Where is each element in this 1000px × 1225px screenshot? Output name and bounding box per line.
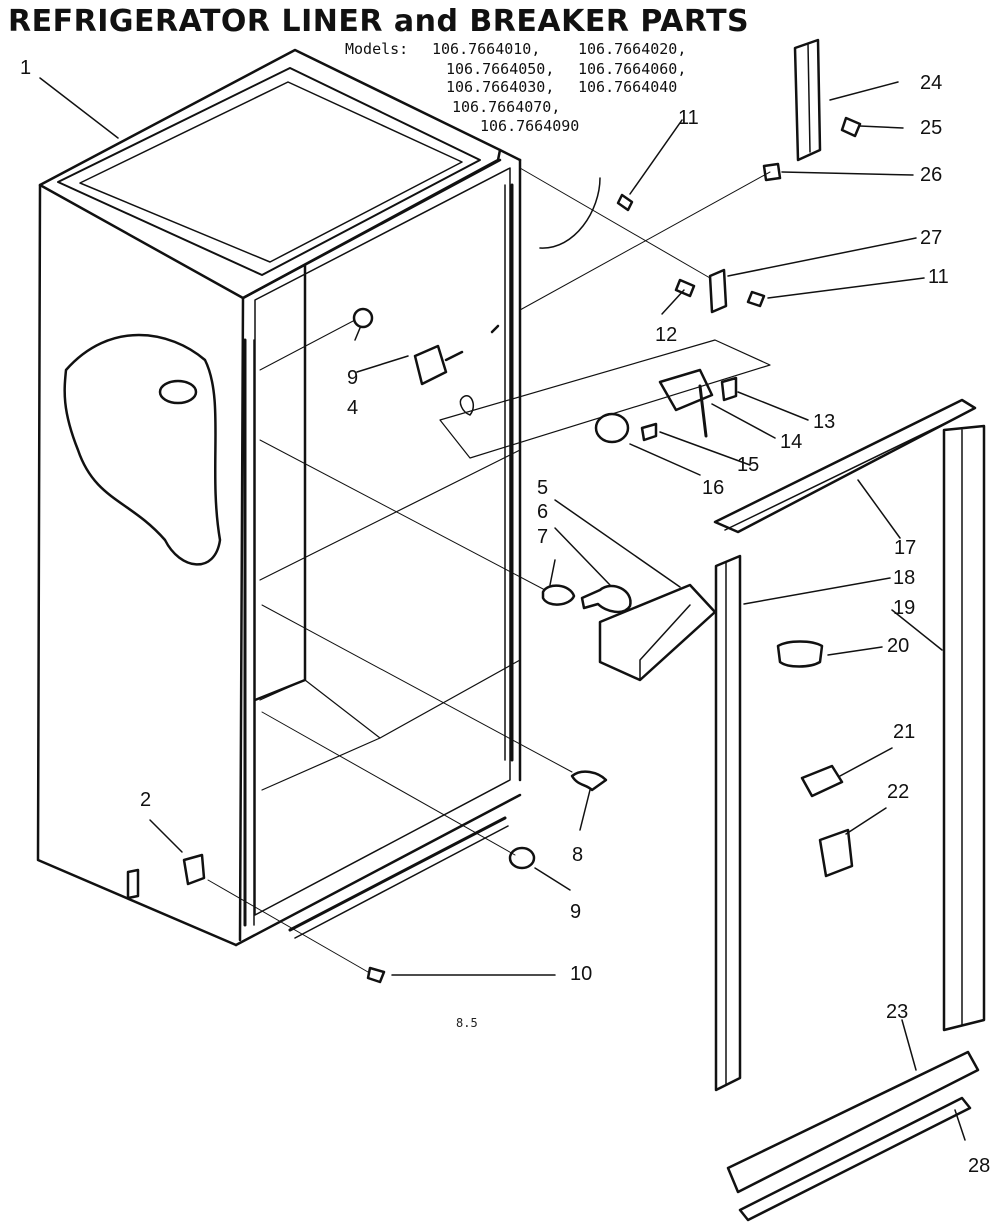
part-4-switch xyxy=(413,344,448,386)
part-15-screw xyxy=(640,422,658,442)
part-21-latch xyxy=(800,764,844,798)
part-16-knob xyxy=(594,412,630,444)
part-25-screw xyxy=(840,116,862,138)
part-11-screw-right xyxy=(746,290,766,308)
callout-27: 27 xyxy=(920,227,943,249)
model-number: 106.7664060, xyxy=(578,60,687,78)
part-10-screw xyxy=(366,966,386,984)
callout-5: 5 xyxy=(537,477,549,499)
part-28-gasket-strip xyxy=(738,1096,972,1222)
part-11-screw-top xyxy=(616,193,634,212)
model-number: 106.7664090 xyxy=(480,117,580,135)
part-13-clip xyxy=(720,376,738,402)
part-18-left-frame xyxy=(714,554,742,1092)
page-code: 8.5 xyxy=(456,1016,478,1030)
callout-12: 12 xyxy=(655,324,678,346)
callout-2: 2 xyxy=(140,789,152,811)
callout-15: 15 xyxy=(737,454,760,476)
callout-9-bottom: 9 xyxy=(570,901,582,923)
callout-20: 20 xyxy=(887,635,910,657)
callout-1: 1 xyxy=(20,57,32,79)
callout-11-top: 11 xyxy=(678,107,699,129)
model-number: 106.7664030, xyxy=(446,78,555,96)
callout-16: 16 xyxy=(702,477,725,499)
part-9-plug-bottom xyxy=(508,846,536,870)
part-7-bulb-cover xyxy=(541,584,576,606)
mounting-panel-outline xyxy=(439,339,771,459)
part-8-clip xyxy=(570,770,608,792)
callout-17: 17 xyxy=(894,537,917,559)
part-22-bracket xyxy=(818,828,854,878)
part-23-bottom-frame xyxy=(726,1050,980,1194)
callout-10: 10 xyxy=(570,963,593,985)
part-24-hinge-bracket xyxy=(793,38,822,162)
part-2-bracket xyxy=(182,853,206,886)
callout-24: 24 xyxy=(920,72,943,94)
part-9-plug-top xyxy=(352,307,374,329)
part-20-retainer xyxy=(776,640,824,668)
part-6-bulb xyxy=(580,584,632,614)
part-5-light-housing xyxy=(598,583,717,682)
callout-14: 14 xyxy=(780,431,803,453)
callout-22: 22 xyxy=(887,781,910,803)
part-12-screw xyxy=(674,278,696,298)
part-17-top-frame xyxy=(713,398,977,534)
callout-21: 21 xyxy=(893,721,916,743)
part-27-plate xyxy=(708,268,728,314)
part-26-bushing xyxy=(762,162,782,182)
callout-4: 4 xyxy=(347,397,359,419)
part-14-thermostat xyxy=(658,368,714,412)
callout-9-top: 9 xyxy=(347,367,359,389)
callout-25: 25 xyxy=(920,117,943,139)
callout-6: 6 xyxy=(537,501,549,523)
callout-19: 19 xyxy=(893,597,916,619)
cabinet-shell xyxy=(36,48,522,947)
part-19-right-frame xyxy=(942,424,986,1032)
model-number: 106.7664070, xyxy=(452,98,561,116)
page-title: REFRIGERATOR LINER and BREAKER PARTS xyxy=(8,4,750,39)
callout-13: 13 xyxy=(813,411,836,433)
callout-7: 7 xyxy=(537,526,549,548)
callout-23: 23 xyxy=(886,1001,909,1023)
callout-26: 26 xyxy=(920,164,943,186)
callout-11-right: 11 xyxy=(928,266,949,288)
callout-8: 8 xyxy=(572,844,584,866)
model-number: 106.7664020, xyxy=(578,40,687,58)
model-number: 106.7664050, xyxy=(446,60,555,78)
callout-28: 28 xyxy=(968,1155,991,1177)
callout-18: 18 xyxy=(893,567,916,589)
model-number: 106.7664010, xyxy=(432,40,541,58)
model-number: 106.7664040 xyxy=(578,78,678,96)
models-label: Models: xyxy=(345,40,409,58)
